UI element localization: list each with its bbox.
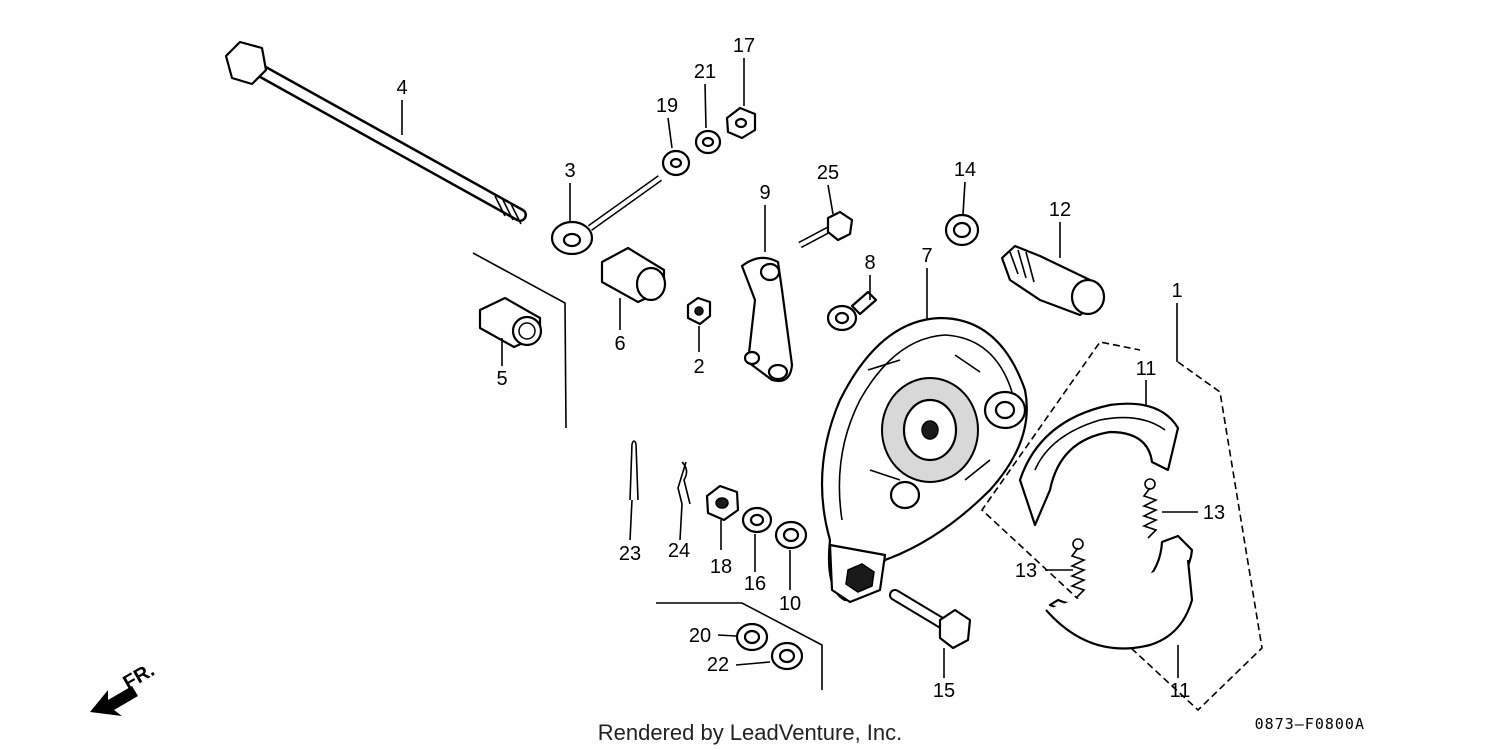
brake-shoe-part-11-upper[interactable] — [1018, 402, 1180, 527]
washer-part-10[interactable] — [774, 520, 808, 550]
adjuster-bolt-part-3[interactable] — [550, 175, 663, 256]
front-arrow-icon — [90, 686, 138, 716]
callout-13-left: 13 — [1015, 560, 1037, 582]
callout-13-right: 13 — [1203, 502, 1225, 524]
callout-24: 24 — [668, 540, 690, 562]
callout-14: 14 — [954, 159, 976, 181]
callout-1: 1 — [1171, 280, 1182, 302]
front-direction-indicator: FR. — [90, 659, 158, 716]
callout-25: 25 — [817, 162, 839, 184]
indicator-plate-part-8[interactable] — [826, 290, 878, 332]
bolt-part-15[interactable] — [889, 589, 972, 650]
spring-part-13-left[interactable] — [1069, 538, 1087, 599]
callout-6: 6 — [614, 333, 625, 355]
callout-22: 22 — [707, 654, 729, 676]
collar-part-6[interactable] — [600, 246, 667, 304]
brake-arm-part-9[interactable] — [740, 256, 794, 383]
callout-2: 2 — [693, 356, 704, 378]
callout-12: 12 — [1049, 199, 1071, 221]
collar-part-22[interactable] — [770, 641, 804, 671]
washer-part-21[interactable] — [694, 129, 722, 155]
callout-20: 20 — [689, 625, 711, 647]
group-bracket-lines — [472, 252, 823, 690]
callout-7: 7 — [921, 245, 932, 267]
nut-part-2[interactable] — [686, 296, 712, 326]
nut-part-17[interactable] — [725, 106, 757, 140]
washer-part-20[interactable] — [735, 622, 769, 652]
nut-part-18[interactable] — [705, 484, 740, 522]
leader-lines — [401, 58, 1198, 678]
callout-3: 3 — [564, 160, 575, 182]
collar-part-5[interactable] — [478, 296, 543, 349]
washer-part-19[interactable] — [661, 149, 691, 177]
callout-10: 10 — [779, 593, 801, 615]
callout-9: 9 — [759, 182, 770, 204]
callout-21: 21 — [694, 61, 716, 83]
callout-16: 16 — [744, 573, 766, 595]
axle-part-4[interactable] — [224, 40, 527, 225]
shoe-set-group-part-1[interactable] — [980, 341, 1263, 712]
callout-15: 15 — [933, 680, 955, 702]
callout-4: 4 — [396, 77, 407, 99]
callout-labels: 4 3 19 21 17 9 25 8 7 14 12 1 11 13 13 1… — [396, 35, 1225, 702]
callout-11-lower: 11 — [1170, 680, 1191, 702]
seal-part-14[interactable] — [944, 213, 980, 247]
callout-23: 23 — [619, 543, 641, 565]
callout-17: 17 — [733, 35, 755, 57]
bolt-part-25[interactable] — [798, 210, 854, 249]
washer-part-16[interactable] — [741, 506, 773, 534]
callout-19: 19 — [656, 95, 678, 117]
brake-cam-part-12[interactable] — [1000, 244, 1106, 317]
credit-text: Rendered by LeadVenture, Inc. — [598, 720, 903, 745]
brake-panel-part-7[interactable] — [820, 316, 1028, 604]
cotter-pin-part-23[interactable] — [629, 440, 639, 501]
front-label: FR. — [120, 659, 159, 694]
callout-8: 8 — [864, 252, 875, 274]
clip-part-24[interactable] — [677, 461, 691, 505]
brake-shoe-part-11-lower[interactable] — [1045, 534, 1194, 650]
diagram-code: 0873–F0800A — [1255, 715, 1365, 733]
callout-18: 18 — [710, 556, 732, 578]
callout-11-upper: 11 — [1136, 358, 1157, 380]
callout-5: 5 — [496, 368, 507, 390]
spring-part-13-right[interactable] — [1141, 478, 1159, 539]
